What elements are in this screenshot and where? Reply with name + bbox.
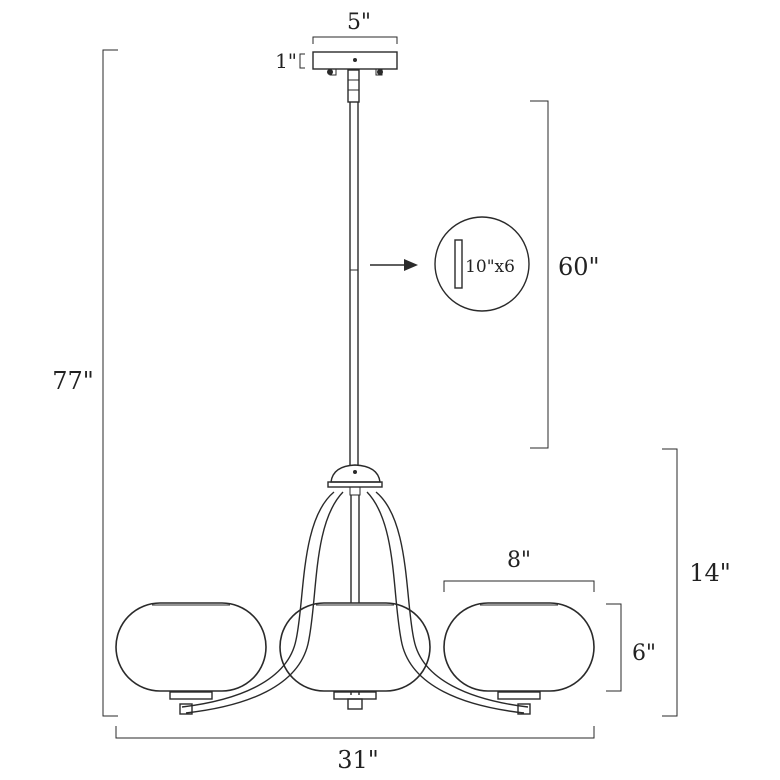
shade-holders	[169, 691, 541, 715]
suspension-rod	[347, 69, 360, 465]
canopy-height-label: 1"	[275, 49, 297, 73]
center-shade	[279, 602, 431, 692]
fixture-height-label: 14"	[689, 559, 731, 587]
canopy-height-dimension	[299, 53, 305, 69]
overall-width-dimension	[115, 726, 595, 739]
canopy-width-label: 5"	[347, 10, 371, 35]
left-shade	[115, 602, 267, 692]
fixture-hub	[327, 464, 383, 496]
fixture-height-dimension	[662, 448, 678, 717]
canopy-width-dimension	[312, 36, 398, 44]
shade-height-dimension	[606, 603, 622, 692]
fixture-arms	[181, 491, 529, 714]
overall-height-dimension	[102, 49, 118, 717]
overall-height-label: 77"	[52, 367, 94, 395]
rod-length-label: 60"	[558, 253, 600, 281]
rod-detail-callout	[434, 216, 530, 312]
shade-height-label: 6"	[632, 641, 656, 666]
shade-width-dimension	[443, 580, 595, 592]
rod-detail-arrow	[370, 259, 418, 271]
rod-length-dimension	[530, 100, 549, 449]
right-shade	[443, 602, 595, 692]
overall-width-label: 31"	[337, 746, 379, 774]
shade-width-label: 8"	[507, 548, 531, 573]
rod-detail-label: 10"x6	[465, 257, 515, 277]
canopy	[312, 51, 398, 76]
